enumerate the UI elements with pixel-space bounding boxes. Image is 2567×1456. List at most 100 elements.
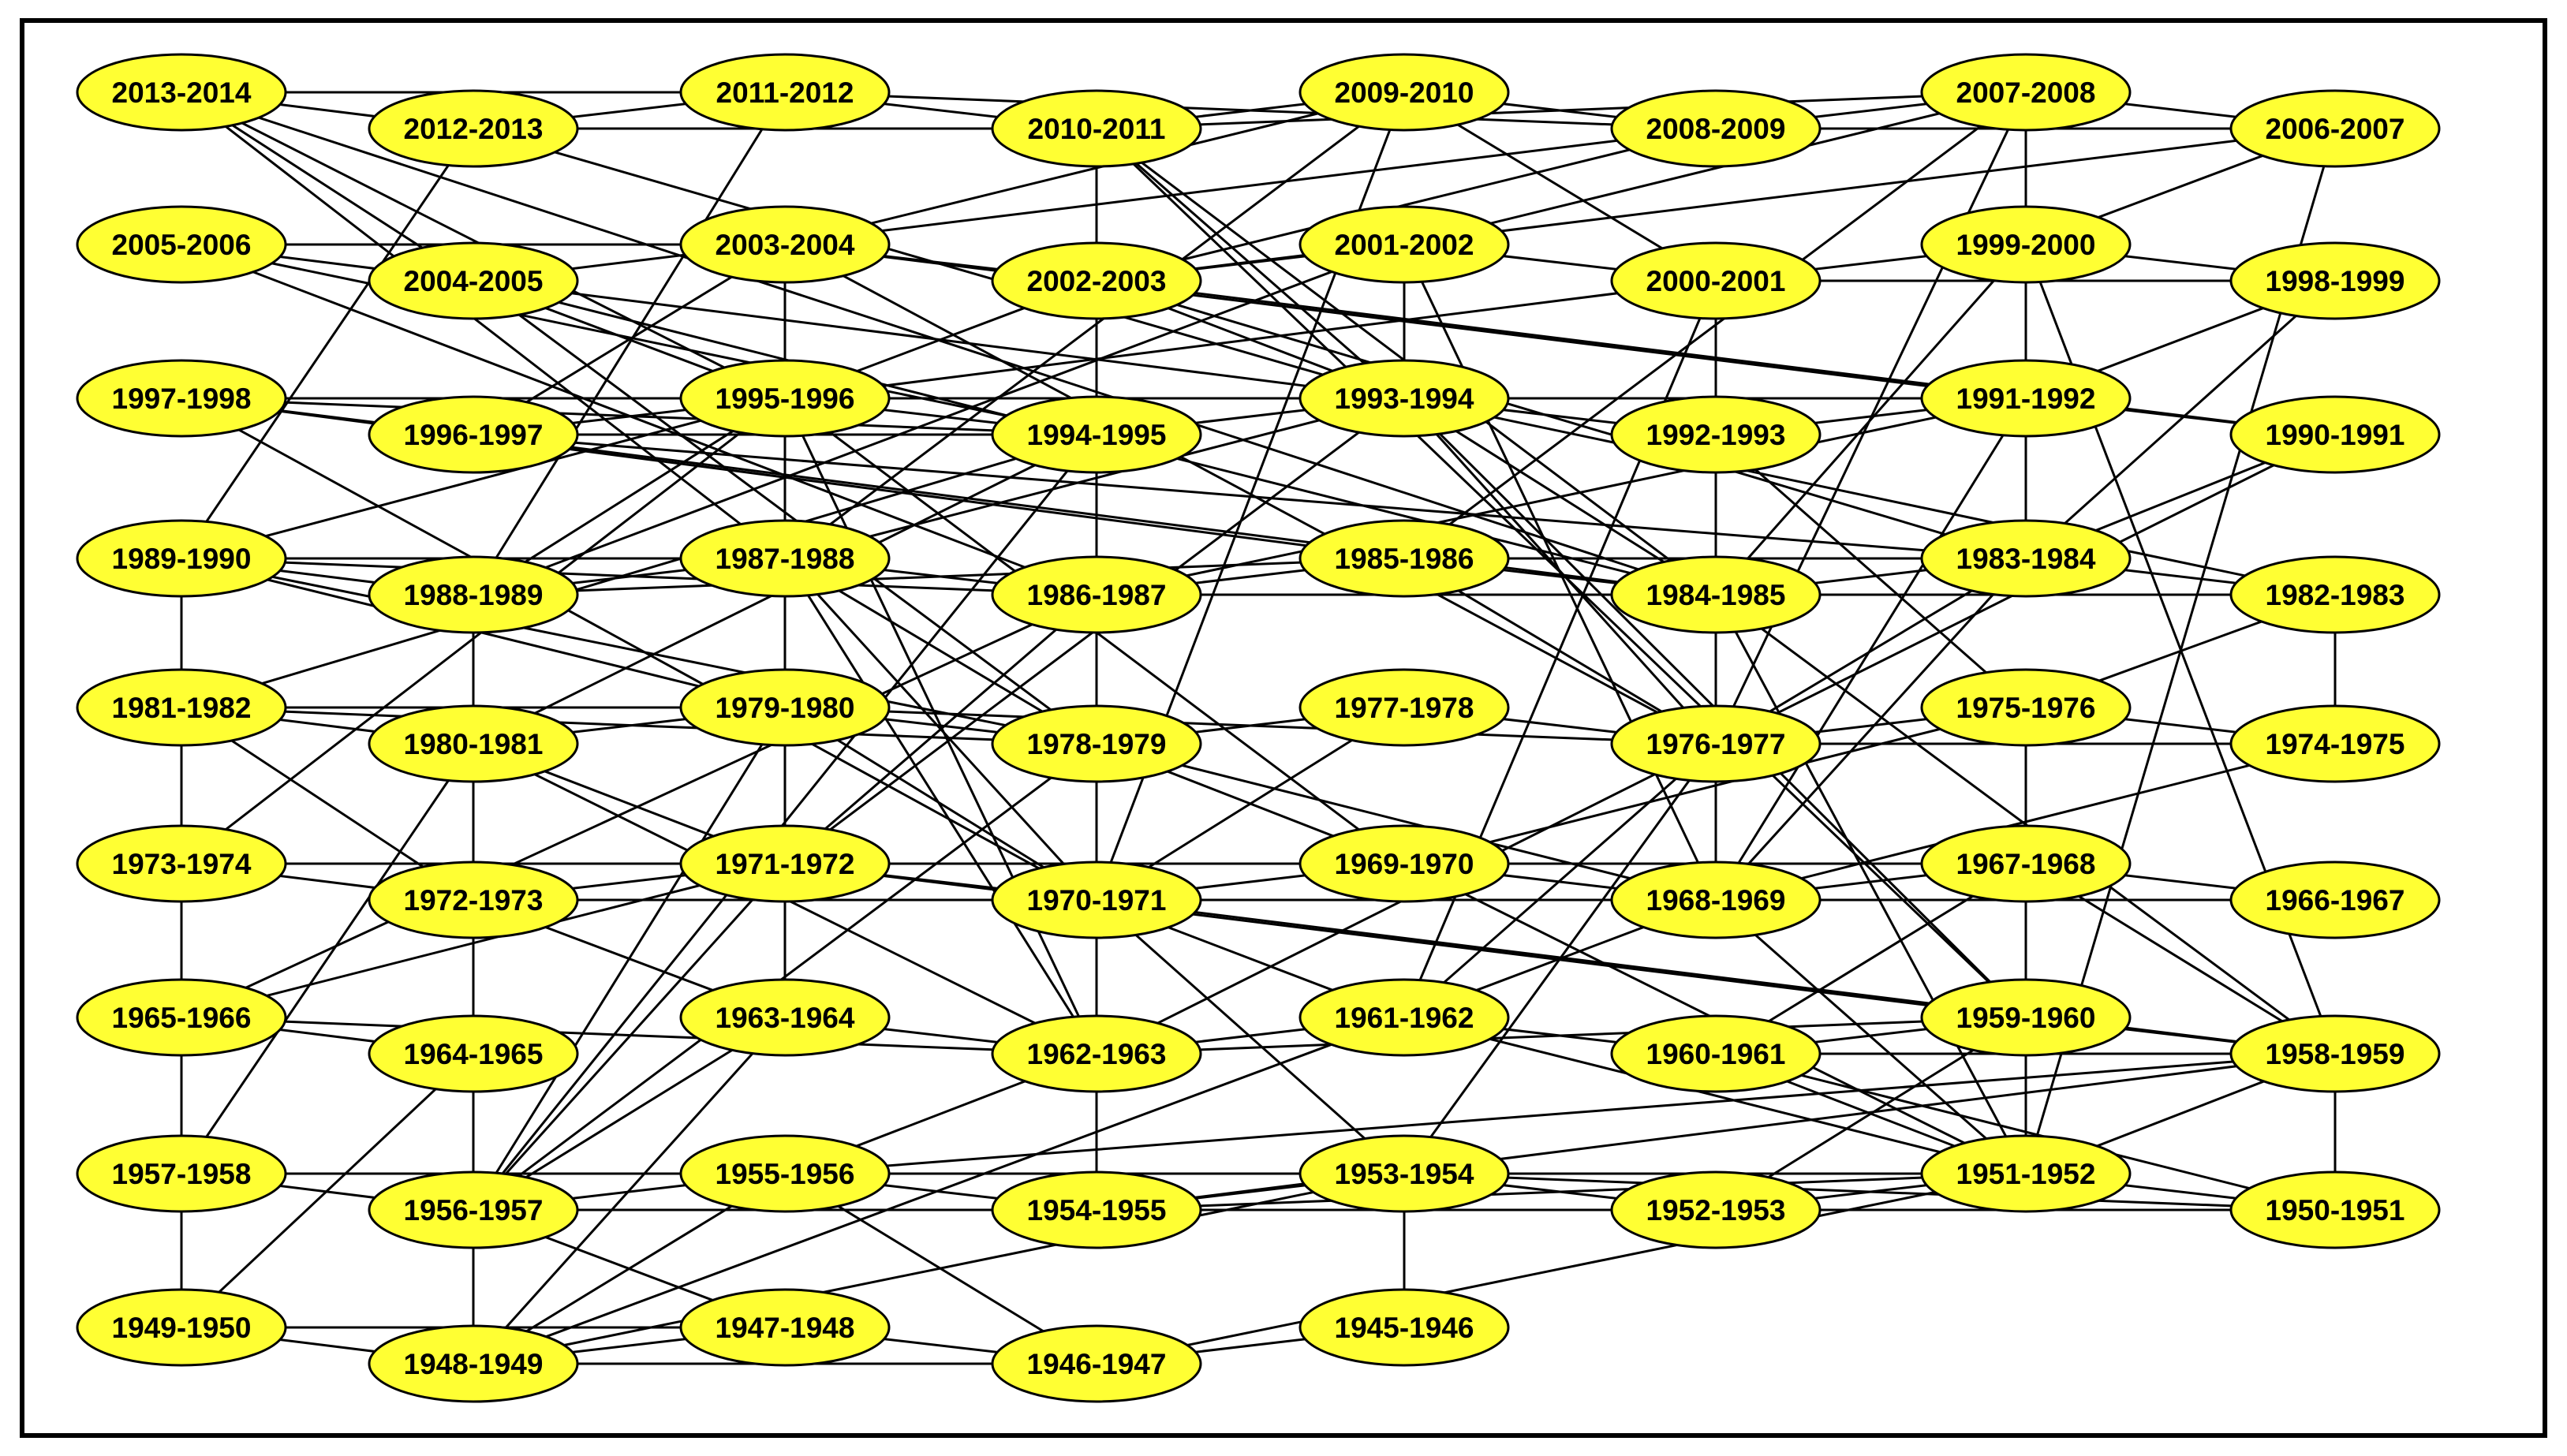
node-1972-1973: 1972-1973 <box>368 861 579 939</box>
edge-2000-2001-1995-1996 <box>784 279 1717 400</box>
node-ellipse <box>1610 861 1822 939</box>
edge-1980-1981-1957-1958 <box>180 743 475 1174</box>
node-1963-1964: 1963-1964 <box>679 978 891 1057</box>
node-label: 1946-1947 <box>1027 1348 1167 1380</box>
edge-2007-2008-2001-2002 <box>1403 91 2027 246</box>
node-label: 1969-1970 <box>1335 848 1474 880</box>
node-label: 1980-1981 <box>404 728 544 760</box>
node-1947-1948: 1947-1948 <box>679 1288 891 1367</box>
node-ellipse <box>368 704 579 783</box>
node-1971-1972: 1971-1972 <box>679 824 891 903</box>
node-label: 1990-1991 <box>2266 419 2405 451</box>
node-ellipse <box>679 668 891 747</box>
node-1949-1950: 1949-1950 <box>76 1288 287 1367</box>
edge-1978-1979-1956-1957 <box>473 742 1097 1211</box>
node-ellipse <box>679 978 891 1057</box>
node-label: 1948-1949 <box>404 1348 544 1380</box>
edge-1965-1966-1962-1963 <box>181 1016 1097 1055</box>
node-1945-1946: 1945-1946 <box>1298 1288 1510 1367</box>
node-label: 1945-1946 <box>1335 1312 1474 1344</box>
node-ellipse <box>1610 89 1822 168</box>
node-label: 1981-1982 <box>112 692 252 724</box>
node-2010-2011: 2010-2011 <box>991 89 1202 168</box>
node-label: 2005-2006 <box>112 229 252 261</box>
node-label: 1960-1961 <box>1646 1038 1786 1070</box>
node-1950-1951: 1950-1951 <box>2229 1170 2441 1249</box>
node-1953-1954: 1953-1954 <box>1298 1134 1510 1213</box>
node-1992-1993: 1992-1993 <box>1610 395 1822 474</box>
node-1980-1981: 1980-1981 <box>368 704 579 783</box>
node-ellipse <box>1920 205 2132 284</box>
edge-2001-2002-1988-1989 <box>473 243 1405 596</box>
node-ellipse <box>2229 241 2441 320</box>
node-1981-1982: 1981-1982 <box>76 668 287 747</box>
node-label: 1991-1992 <box>1956 383 2096 415</box>
edge-2002-2003-1983-1984 <box>1096 279 2027 560</box>
node-1983-1984: 1983-1984 <box>1920 519 2132 598</box>
node-label: 1993-1994 <box>1335 383 1474 415</box>
node-ellipse <box>1610 395 1822 474</box>
node-label: 1977-1978 <box>1335 692 1474 724</box>
node-2012-2013: 2012-2013 <box>368 89 579 168</box>
edge-2013-2014-1984-1985 <box>181 91 1717 596</box>
node-ellipse <box>2229 555 2441 634</box>
node-ellipse <box>76 1134 287 1213</box>
node-1957-1958: 1957-1958 <box>76 1134 287 1213</box>
node-1999-2000: 1999-2000 <box>1920 205 2132 284</box>
node-label: 1964-1965 <box>404 1038 544 1070</box>
node-label: 1987-1988 <box>716 543 855 575</box>
node-ellipse <box>368 1014 579 1093</box>
node-1946-1947: 1946-1947 <box>991 1324 1202 1403</box>
node-2009-2010: 2009-2010 <box>1298 53 1510 132</box>
node-ellipse <box>368 89 579 168</box>
node-ellipse <box>2229 1170 2441 1249</box>
node-ellipse <box>1920 53 2132 132</box>
node-ellipse <box>991 704 1202 783</box>
node-1993-1994: 1993-1994 <box>1298 359 1510 438</box>
edge-1987-1988-1962-1963 <box>783 558 1098 1055</box>
node-1987-1988: 1987-1988 <box>679 519 891 598</box>
node-1979-1980: 1979-1980 <box>679 668 891 747</box>
node-label: 1967-1968 <box>1956 848 2096 880</box>
node-1986-1987: 1986-1987 <box>991 555 1202 634</box>
node-1984-1985: 1984-1985 <box>1610 555 1822 634</box>
node-label: 2003-2004 <box>716 229 855 261</box>
node-label: 2004-2005 <box>404 265 544 297</box>
node-label: 1978-1979 <box>1027 728 1167 760</box>
edge-1993-1994-1982-1983 <box>1403 397 2336 596</box>
node-label: 2009-2010 <box>1335 77 1474 109</box>
node-label: 1992-1993 <box>1646 419 1786 451</box>
edge-1983-1984-1968-1969 <box>1714 557 2027 902</box>
node-label: 2010-2011 <box>1028 113 1166 145</box>
node-ellipse <box>76 359 287 438</box>
node-label: 1988-1989 <box>404 579 544 611</box>
node-1977-1978: 1977-1978 <box>1298 668 1510 747</box>
node-ellipse <box>1610 1170 1822 1249</box>
node-label: 2001-2002 <box>1335 229 1474 261</box>
node-label: 2000-2001 <box>1646 265 1786 297</box>
edge-1996-1997-1984-1985 <box>473 433 1717 596</box>
node-1951-1952: 1951-1952 <box>1920 1134 2132 1213</box>
node-1974-1975: 1974-1975 <box>2229 704 2441 783</box>
node-ellipse <box>679 824 891 903</box>
node-1978-1979: 1978-1979 <box>991 704 1202 783</box>
node-ellipse <box>991 1324 1202 1403</box>
node-2004-2005: 2004-2005 <box>368 241 579 320</box>
node-ellipse <box>1920 1134 2132 1213</box>
node-ellipse <box>1920 824 2132 903</box>
node-ellipse <box>368 1324 579 1403</box>
node-1965-1966: 1965-1966 <box>76 978 287 1057</box>
node-label: 1950-1951 <box>2266 1194 2405 1226</box>
node-label: 1954-1955 <box>1027 1194 1167 1226</box>
node-label: 1947-1948 <box>716 1312 855 1344</box>
node-1990-1991: 1990-1991 <box>2229 395 2441 474</box>
node-label: 2006-2007 <box>2266 113 2405 145</box>
node-ellipse <box>679 359 891 438</box>
node-ellipse <box>1298 519 1510 598</box>
edge-2012-2013-1989-1990 <box>180 128 475 559</box>
edge-2005-2006-1986-1987 <box>181 243 1097 596</box>
node-1982-1983: 1982-1983 <box>2229 555 2441 634</box>
node-ellipse <box>368 395 579 474</box>
node-2005-2006: 2005-2006 <box>76 205 287 284</box>
node-label: 1968-1969 <box>1646 884 1786 917</box>
